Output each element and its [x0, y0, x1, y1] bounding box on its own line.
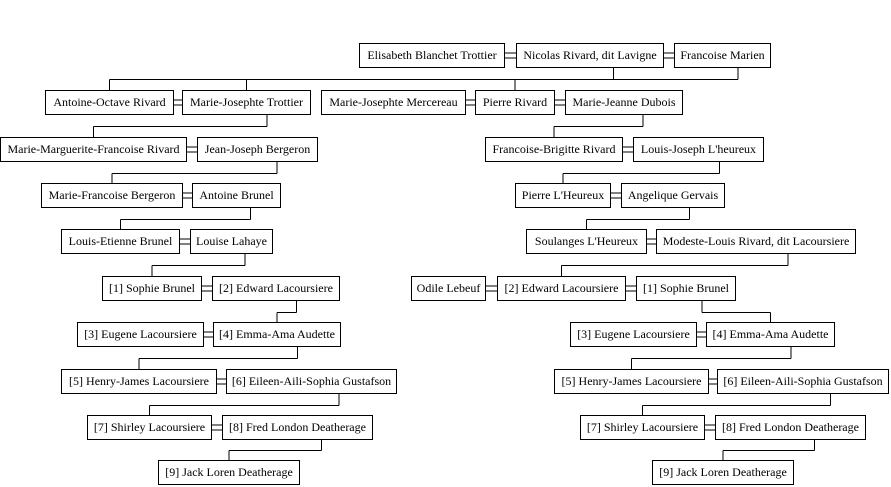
person-box-elisabeth: Elisabeth Blanchet Trottier [359, 43, 505, 68]
person-box-shirleyR: [7] Shirley Lacoursiere [580, 415, 705, 440]
person-box-francoiseM: Francoise Marien [674, 43, 771, 68]
person-box-antoineBrunel: Antoine Brunel [192, 183, 281, 208]
person-box-eugeneL: [3] Eugene Lacoursiere [77, 322, 204, 347]
person-box-mjTrottier: Marie-Josephte Trottier [182, 90, 311, 115]
person-box-soulanges: Soulanges L'Heureux [526, 229, 647, 254]
person-box-sophieL: [1] Sophie Brunel [102, 276, 202, 301]
person-box-odile: Odile Lebeuf [411, 276, 486, 301]
person-box-fredR: [8] Fred London Deatherage [715, 415, 866, 440]
person-box-emmaR: [4] Emma-Ama Audette [706, 322, 835, 347]
person-box-ljLheureux: Louis-Joseph L'heureux [633, 137, 764, 162]
person-box-nicolas: Nicolas Rivard, dit Lavigne [516, 43, 664, 68]
person-box-shirleyL: [7] Shirley Lacoursiere [87, 415, 212, 440]
person-box-mmfRivard: Marie-Marguerite-Francoise Rivard [0, 137, 187, 162]
person-box-sophieR: [1] Sophie Brunel [636, 276, 736, 301]
person-box-fredL: [8] Fred London Deatherage [222, 415, 373, 440]
person-box-louise: Louise Lahaye [190, 229, 273, 254]
person-box-angelique: Angelique Gervais [621, 183, 725, 208]
person-box-jackL: [9] Jack Loren Deatherage [158, 460, 300, 485]
person-box-modeste: Modeste-Louis Rivard, dit Lacoursiere [656, 229, 856, 254]
person-box-eileenL: [6] Eileen-Aili-Sophia Gustafson [226, 369, 397, 394]
person-box-edwardL: [2] Edward Lacoursiere [212, 276, 340, 301]
person-box-eileenR: [6] Eileen-Aili-Sophia Gustafson [717, 369, 889, 394]
person-box-jjBergeron: Jean-Joseph Bergeron [197, 137, 318, 162]
person-box-fbRivard: Francoise-Brigitte Rivard [485, 137, 623, 162]
person-box-mjDubois: Marie-Jeanne Dubois [565, 90, 683, 115]
person-box-jackR: [9] Jack Loren Deatherage [652, 460, 794, 485]
person-box-antoineOctave: Antoine-Octave Rivard [45, 90, 174, 115]
person-box-emmaL: [4] Emma-Ama Audette [213, 322, 341, 347]
person-box-henryR: [5] Henry-James Lacoursiere [554, 369, 709, 394]
person-box-mjMercereau: Marie-Josephte Mercereau [321, 90, 466, 115]
person-box-edwardR: [2] Edward Lacoursiere [497, 276, 626, 301]
person-box-pierreLh: Pierre L'Heureux [515, 183, 611, 208]
person-box-eugeneR: [3] Eugene Lacoursiere [570, 322, 697, 347]
person-box-leBrunel: Louis-Etienne Brunel [61, 229, 180, 254]
person-box-mfBergeron: Marie-Francoise Bergeron [41, 183, 183, 208]
person-box-pierreR: Pierre Rivard [475, 90, 555, 115]
person-box-henryL: [5] Henry-James Lacoursiere [61, 369, 217, 394]
